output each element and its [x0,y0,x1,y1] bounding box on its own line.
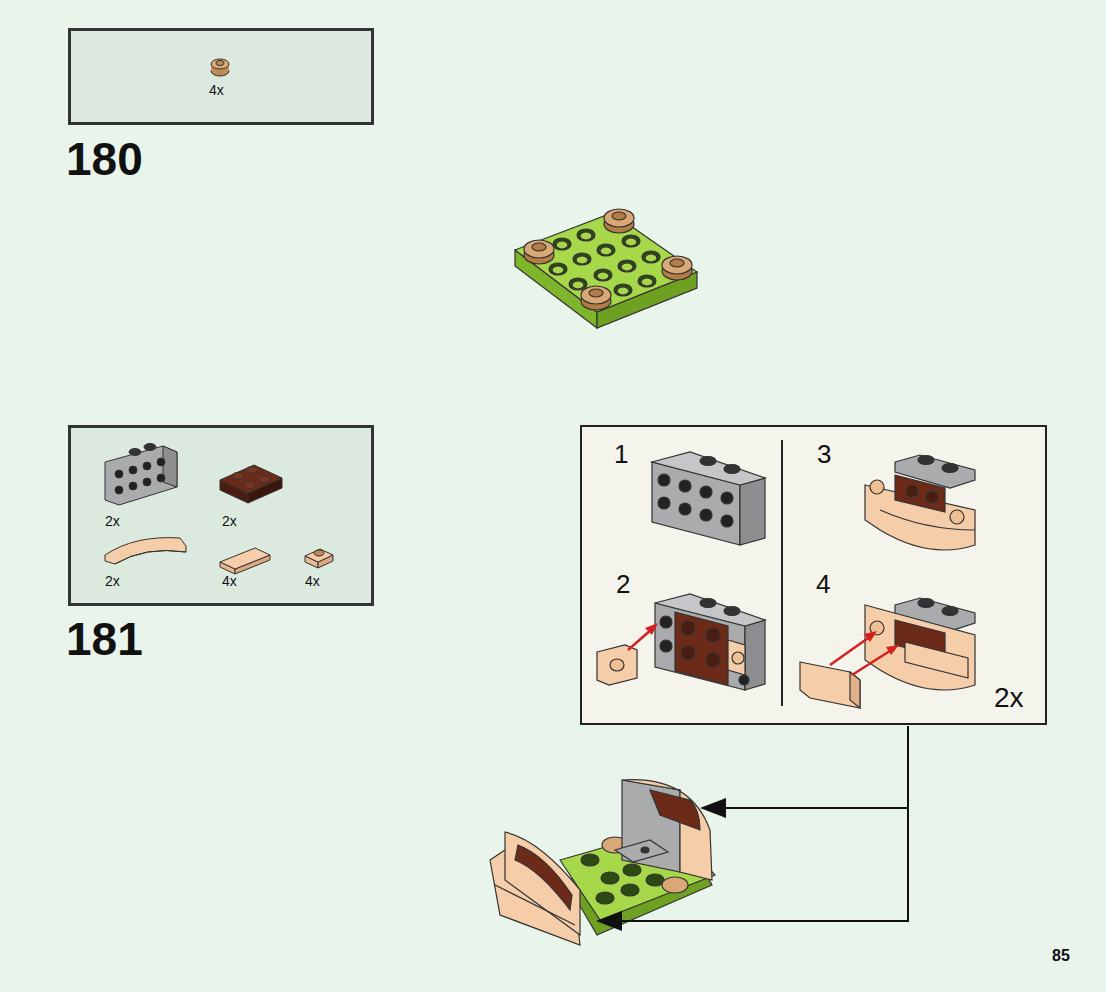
substep-panel: 1 3 2 4 2x [580,425,1047,725]
quantity-label: 4 [816,571,830,597]
quantity-label: 3 [817,441,831,467]
green-plate [515,213,697,328]
curved-slope-part [105,538,186,564]
substep-panel-ground [581,426,1046,724]
red-arrow [628,623,658,650]
substep-2-assembly [597,594,765,690]
panel-divider [781,440,783,706]
round-plate-part [211,59,229,76]
parts-box-ground [69,426,373,605]
quantity-label: 2 [616,571,630,597]
quantity-label: 1 [614,441,628,467]
quantity-label: 4x [209,83,224,97]
leader-arrows [596,726,908,931]
step-number: 181 [66,616,143,662]
substep-1-bracket [652,452,765,545]
quantity-label: 2x [105,514,120,528]
quantity-label: 4x [222,574,237,588]
quantity-label: 2x [222,514,237,528]
parts-box: 2x 2x 2x 4x 4x [68,425,374,606]
substep-3-assembly [865,455,975,550]
page-number: 85 [1052,948,1070,964]
round-plates [524,209,692,310]
red-arrow [830,631,899,675]
parts-box: 4x [68,28,374,125]
parts-box-ground [69,29,373,123]
quantity-label: 2x [105,574,120,588]
tile-part [220,548,270,574]
small-plate-part [305,549,333,568]
bracket-part [105,444,177,506]
quantity-label: 2x [994,684,1024,712]
quantity-label: 4x [305,574,320,588]
step-number: 180 [66,136,143,182]
substep-4-assembly [800,598,975,708]
brown-plate-part [220,465,282,503]
